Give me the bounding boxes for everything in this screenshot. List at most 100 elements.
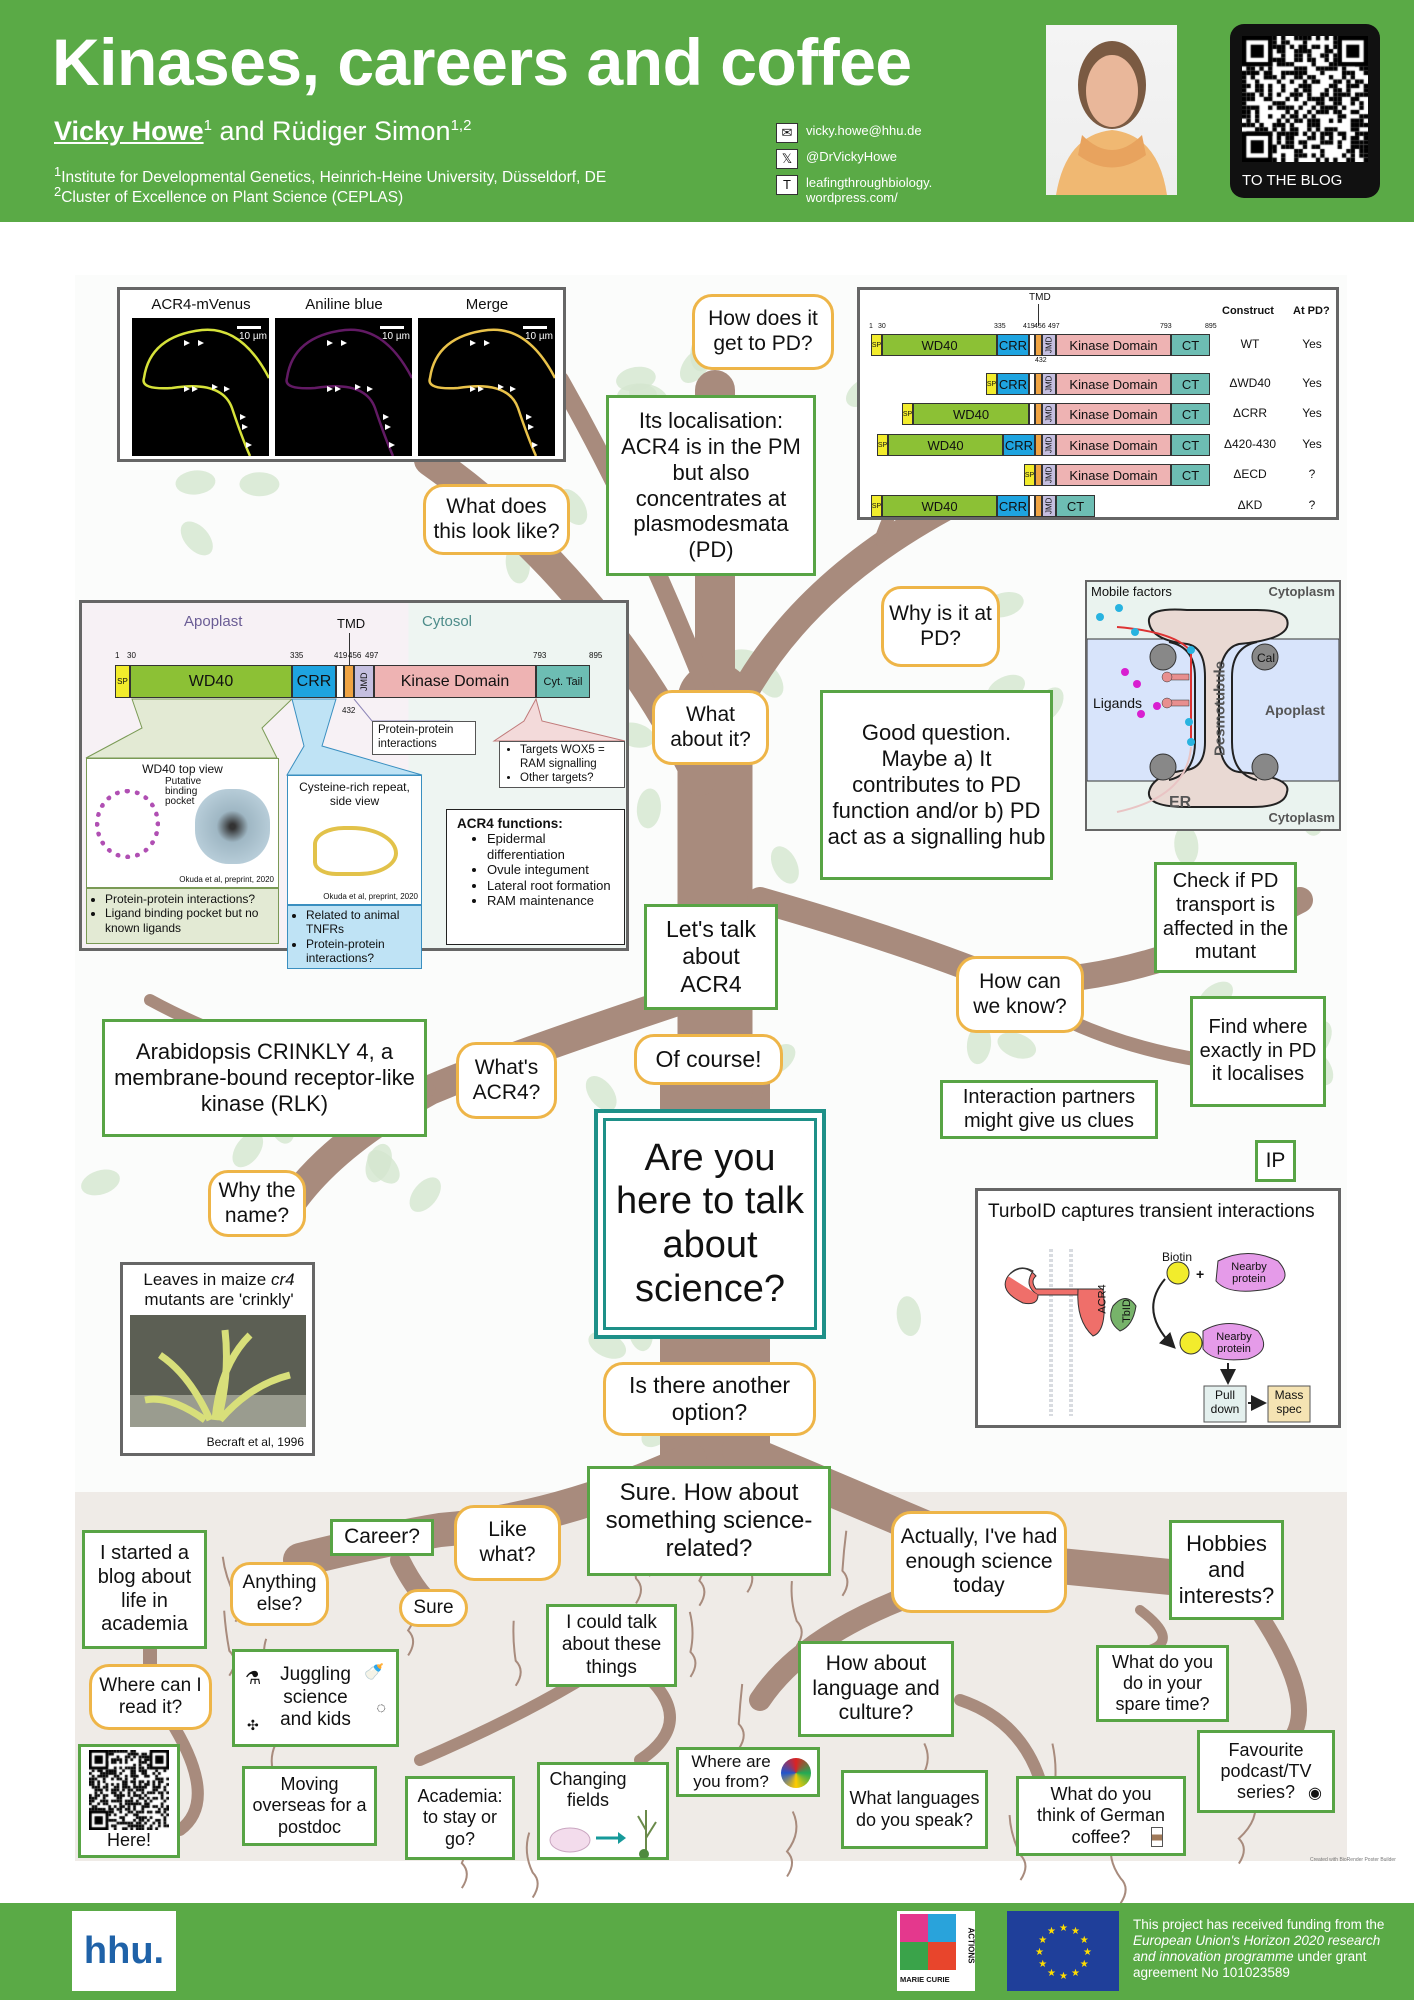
- email-link[interactable]: vicky.howe@hhu.de: [806, 123, 922, 138]
- bubble-like-what[interactable]: Like what?: [454, 1505, 561, 1581]
- arrowhead-marker: [367, 386, 373, 392]
- root-hair: [785, 1811, 798, 1878]
- poster-header: Kinases, careers and coffee Vicky Howe1 …: [0, 0, 1414, 222]
- center-question[interactable]: Are you here to talk about science?: [603, 1118, 817, 1330]
- box-good-question[interactable]: Good question. Maybe a) It contributes t…: [820, 690, 1053, 880]
- box-interaction-partners[interactable]: Interaction partners might give us clues: [940, 1080, 1158, 1139]
- root-hair: [790, 1580, 803, 1647]
- apoplast-label: Apoplast: [184, 613, 243, 630]
- domain-segment-sp: SP: [871, 334, 882, 356]
- box-spare-time[interactable]: What do you do in your spare time?: [1096, 1645, 1229, 1722]
- box-overseas[interactable]: Moving overseas for a postdoc: [242, 1766, 377, 1846]
- box-qr-here[interactable]: Here!: [78, 1744, 180, 1858]
- qr-code-image[interactable]: [1242, 36, 1368, 162]
- bubble-sure[interactable]: Sure: [399, 1589, 468, 1627]
- aff-sup: 2: [54, 184, 62, 199]
- box-could-talk[interactable]: I could talk about these things: [546, 1604, 677, 1687]
- author-join: and Rüdiger Simon: [211, 116, 451, 146]
- membrane-signal: [285, 328, 414, 457]
- domain-segment-ct: CT: [1171, 403, 1210, 425]
- box-ip[interactable]: IP: [1255, 1140, 1296, 1182]
- bubble-how-pd[interactable]: How does it get to PD?: [692, 294, 834, 370]
- bubble-of-course[interactable]: Of course!: [634, 1034, 783, 1085]
- bubble-what-about[interactable]: What about it?: [652, 690, 769, 765]
- box-find-where[interactable]: Find where exactly in PD it localises: [1190, 996, 1326, 1107]
- bubble-read-it[interactable]: Where can I read it?: [89, 1664, 212, 1730]
- box-localisation[interactable]: Its localisation: ACR4 is in the PM but …: [606, 395, 816, 576]
- box-languages[interactable]: What languages do you speak?: [841, 1770, 988, 1849]
- box-check-pd[interactable]: Check if PD transport is affected in the…: [1154, 862, 1297, 973]
- leaf: [81, 1169, 120, 1196]
- arrowhead-marker: [184, 340, 190, 346]
- flags-globe-icon: [781, 1758, 811, 1788]
- box-juggling[interactable]: ⚗ 🍼 ◌ ✣ Juggling science and kids: [232, 1649, 399, 1747]
- box-hobbies[interactable]: Hobbies and interests?: [1169, 1520, 1284, 1620]
- box-career[interactable]: Career?: [330, 1519, 434, 1556]
- blog-link[interactable]: leafingthroughbiology. wordpress.com/: [806, 175, 933, 205]
- bubble-another-option[interactable]: Is there another option?: [603, 1362, 816, 1436]
- bubble-anything-else[interactable]: Anything else?: [230, 1562, 329, 1626]
- box-language-culture[interactable]: How about language and culture?: [798, 1641, 954, 1737]
- arrowhead-marker: [224, 386, 230, 392]
- contact-x[interactable]: 𝕏@DrVickyHowe: [776, 149, 897, 169]
- residue-tick: 419: [334, 651, 348, 660]
- blog-qr-code[interactable]: [1230, 24, 1380, 198]
- maize-leaves-panel: Leaves in maize cr4 mutants are 'crinkly…: [120, 1262, 315, 1456]
- bubble-how-know[interactable]: How can we know?: [956, 956, 1084, 1033]
- bubble-why-name[interactable]: Why the name?: [208, 1170, 306, 1237]
- bubble-why-pd[interactable]: Why is it at PD?: [881, 586, 1000, 667]
- domain-segment-gap: [1029, 403, 1035, 425]
- box-lets-talk[interactable]: Let's talk about ACR4: [644, 904, 778, 1010]
- domain-segment-ct: CT: [1056, 495, 1095, 517]
- functions-list: Epidermal differentiationOvule integumen…: [457, 831, 614, 909]
- tmd-label: TMD: [337, 616, 366, 631]
- leaf: [636, 788, 661, 829]
- crr-callout: [286, 698, 423, 776]
- kd-callout: [492, 697, 626, 742]
- domain-segment-crr: CRR: [997, 495, 1029, 517]
- tree-branch: [1242, 1592, 1307, 1748]
- domain-segment-ct: CT: [1171, 334, 1210, 356]
- membrane-signal: [428, 328, 557, 457]
- function-item: Lateral root formation: [487, 878, 614, 894]
- domain-segment-tmd: [1035, 334, 1042, 356]
- changing-text: Changing fields: [549, 1769, 627, 1811]
- bubble-enough-science[interactable]: Actually, I've had enough science today: [891, 1511, 1067, 1613]
- leaf: [180, 521, 213, 556]
- domain-segment-ct: CT: [1171, 434, 1210, 456]
- blog-qr-code-small[interactable]: [89, 1750, 169, 1831]
- marie-curie-logo: ACTIONS MARIE CURIE: [897, 1911, 976, 1991]
- box-academia[interactable]: Academia: to stay or go?: [405, 1776, 515, 1860]
- box-podcast[interactable]: Favourite podcast/TV series?◉: [1197, 1730, 1335, 1813]
- bubble-whats-acr4[interactable]: What's ACR4?: [456, 1042, 557, 1119]
- leaf: [232, 1132, 264, 1168]
- funding-text: under grant agreement No 101023589: [1133, 1949, 1367, 1980]
- center-box[interactable]: Are you here to talk about science?: [594, 1109, 826, 1339]
- box-blog[interactable]: I started a blog about life in academia: [82, 1530, 207, 1649]
- desmotubule-label: Desmotubule: [1211, 661, 1229, 757]
- crr-bullet: Protein-protein interactions?: [306, 937, 421, 966]
- domain-segment-sp: SP: [871, 495, 882, 517]
- box-arabidopsis[interactable]: Arabidopsis CRINKLY 4, a membrane-bound …: [102, 1019, 427, 1137]
- box-sure-how-about[interactable]: Sure. How about something science-relate…: [587, 1466, 831, 1576]
- leaf: [966, 1024, 992, 1065]
- kd-bullets: Targets WOX5 = RAM signallingOther targe…: [502, 744, 622, 785]
- citation: Okuda et al, preprint, 2020: [179, 875, 274, 884]
- box-changing-fields[interactable]: Changing fields: [537, 1762, 669, 1860]
- contact-email[interactable]: ✉vicky.howe@hhu.de: [776, 123, 922, 143]
- wd40-ribbon-structure: [95, 789, 160, 859]
- scale-bar-label: 10 µm: [239, 331, 267, 342]
- x-handle-link[interactable]: @DrVickyHowe: [806, 149, 897, 164]
- box-where-from[interactable]: Where are you from?: [676, 1747, 820, 1797]
- bubble-look-like[interactable]: What does this look like?: [423, 484, 570, 555]
- turboid-diagram: [1004, 1249, 1311, 1423]
- biorender-credit: Created with BioRender Poster Builder: [1310, 1857, 1396, 1863]
- domain-segment-kd: Kinase Domain: [1056, 334, 1171, 356]
- eu-stars-icon: ★★★★★★★★★★★★: [1035, 1923, 1092, 1982]
- caption-gene: cr4: [270, 1270, 295, 1289]
- box-german-coffee[interactable]: What do you think of German coffee?: [1016, 1776, 1186, 1856]
- acr4-label: ACR4: [1096, 1284, 1109, 1314]
- construct-name: ΔWD40: [1229, 376, 1271, 390]
- baby-bottle-icon: 🍼: [364, 1664, 384, 1681]
